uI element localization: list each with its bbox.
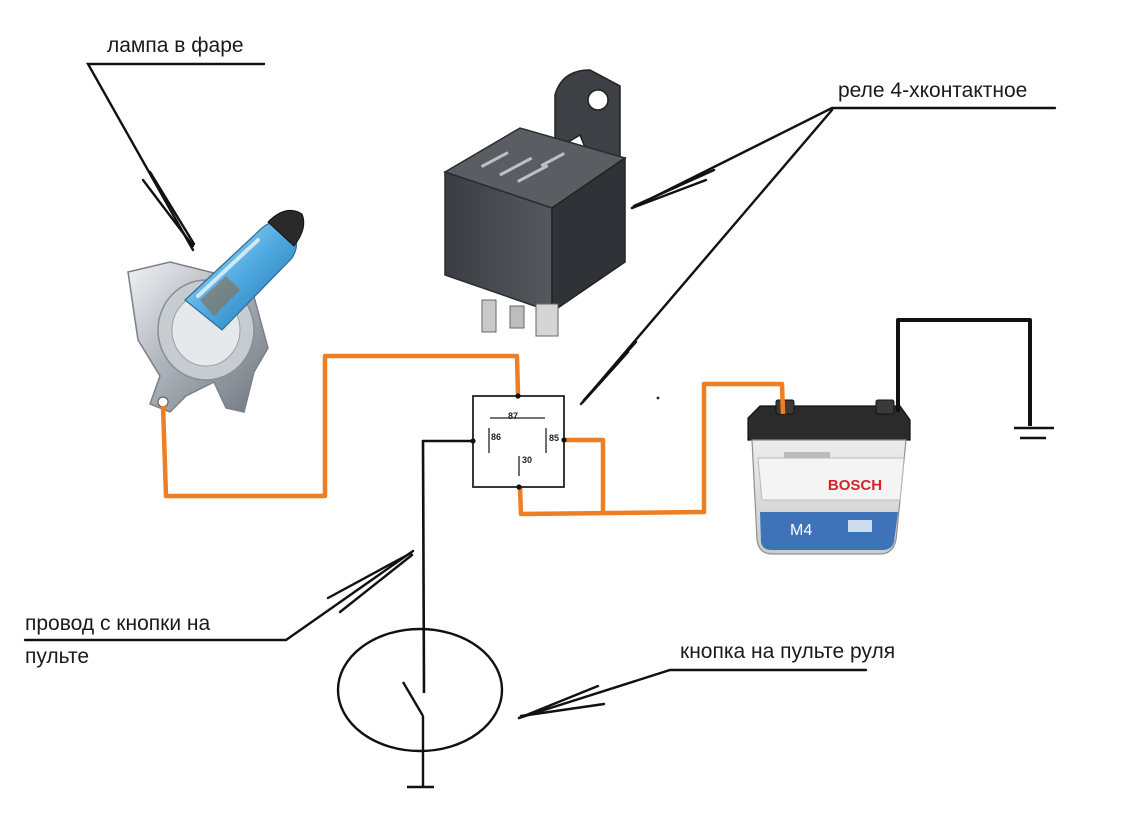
label-button-wire-group: провод с кнопки на пульте (23, 549, 415, 668)
label-lamp-group: лампа в фаре (85, 34, 266, 252)
label-relay: реле 4-хконтактное (838, 79, 1027, 102)
battery-icon: BOSCH M4 (747, 399, 911, 555)
battery-model-label: M4 (790, 522, 812, 539)
push-button-switch-icon (336, 627, 504, 789)
wire-85-jumper (562, 437, 606, 512)
relay-pin-30: 30 (522, 455, 532, 465)
label-button-wire-line2: пульте (25, 645, 89, 668)
wire-lamp-to-87 (160, 353, 521, 499)
wire-86-to-button (421, 439, 473, 694)
relay-pin-86: 86 (491, 432, 501, 442)
ground-symbol-icon (1014, 426, 1054, 440)
label-button-wire-line1: провод с кнопки на (25, 612, 210, 635)
relay-pin-87: 87 (508, 411, 518, 421)
automotive-relay-icon (443, 69, 627, 337)
label-lamp: лампа в фаре (107, 34, 244, 57)
headlight-bulb-icon (127, 209, 305, 413)
relay-schematic: 87 86 85 30 (470, 393, 567, 490)
stray-dot (656, 396, 660, 400)
label-button: кнопка на пульте руля (680, 640, 895, 663)
relay-pin-85: 85 (549, 433, 559, 443)
label-button-group: кнопка на пульте руля (517, 640, 895, 720)
wire-battery-to-ground (896, 318, 1032, 426)
battery-brand-label: BOSCH (828, 477, 882, 494)
label-relay-group: реле 4-хконтактное (579, 79, 1057, 406)
wire-30-to-battery (517, 381, 786, 517)
